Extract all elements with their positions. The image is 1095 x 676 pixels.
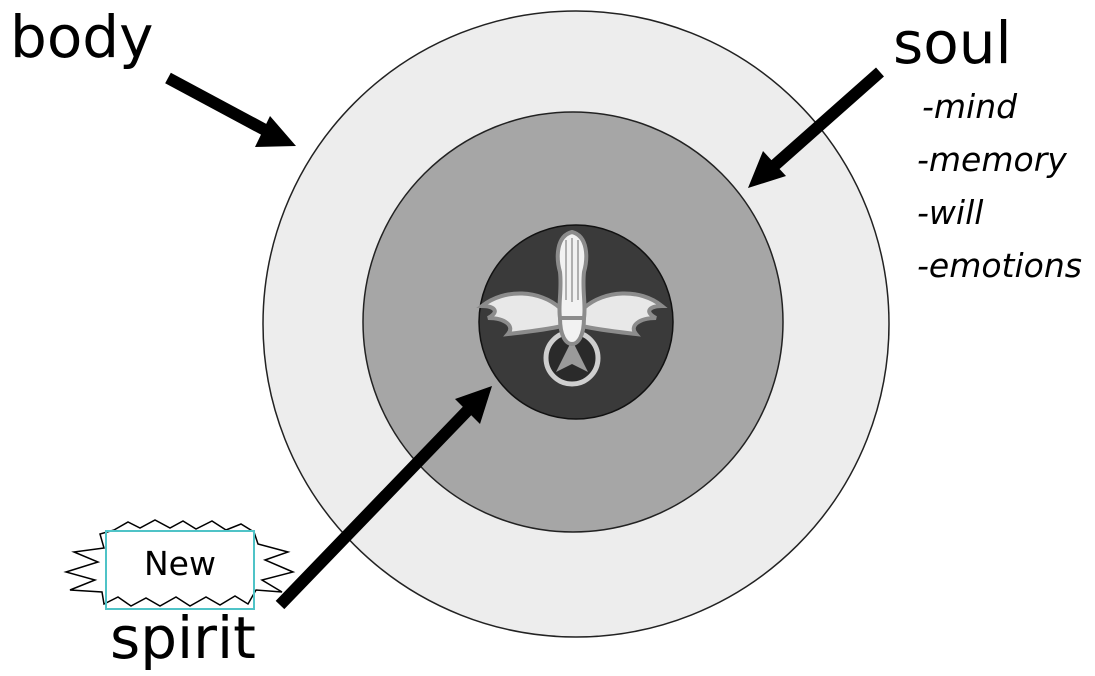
dove-icon [476, 229, 668, 387]
new-badge-label: New [144, 544, 216, 583]
body-label: body [10, 3, 154, 71]
spirit-label: spirit [110, 604, 256, 672]
soul-item-emotions: -emotions [917, 246, 1082, 285]
soul-label: soul [893, 9, 1012, 77]
new-badge [63, 519, 296, 610]
soul-item-will: -will [917, 193, 984, 232]
body-arrow [165, 72, 296, 147]
soul-item-mind: -mind [922, 87, 1018, 126]
soul-item-memory: -memory [917, 140, 1067, 179]
spirit-arrow [275, 386, 492, 610]
soul-arrow [748, 67, 884, 188]
